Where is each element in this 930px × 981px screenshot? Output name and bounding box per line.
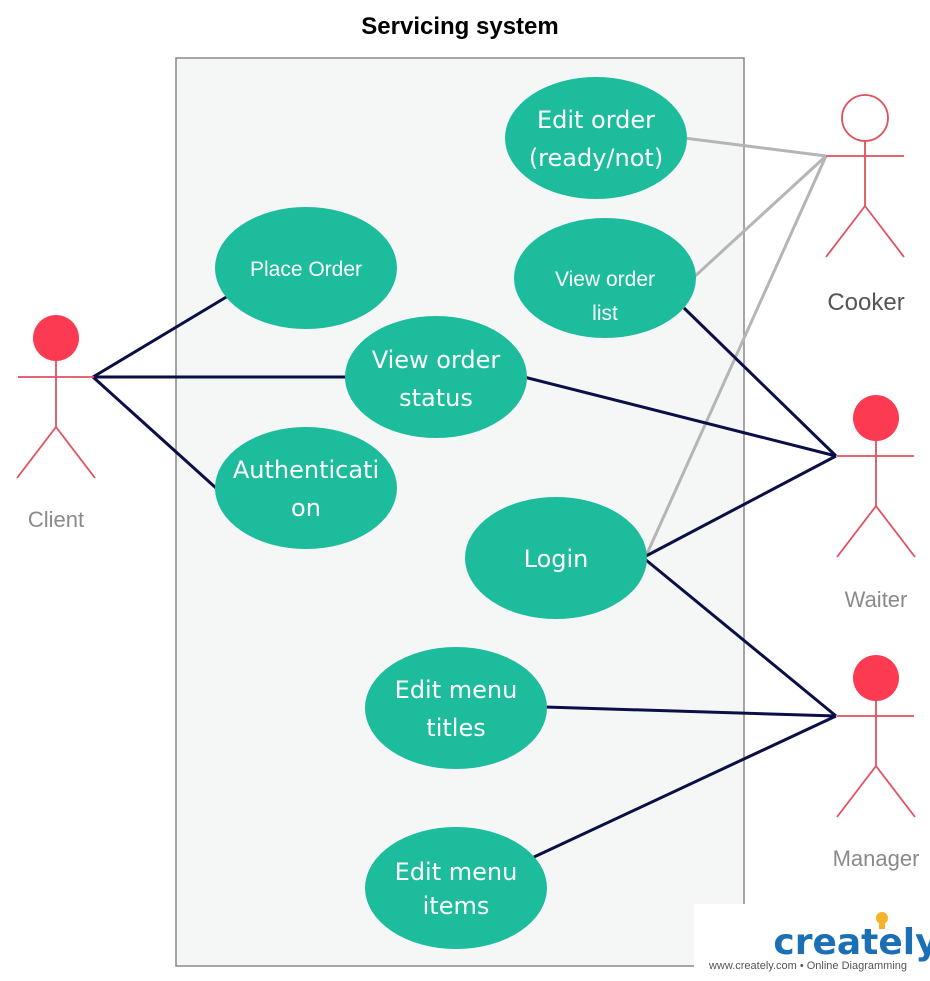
actor-cooker[interactable]: Cooker [825, 94, 905, 316]
actor-head-icon [853, 655, 899, 701]
usecase-edit-order[interactable]: Edit order (ready/not) [505, 77, 687, 199]
actor-label: Manager [833, 846, 920, 871]
usecase-label: Authenticati [233, 456, 379, 484]
creately-tagline: www.creately.com • Online Diagramming [708, 960, 907, 972]
actor-label: Client [28, 507, 84, 532]
actor-head-icon [841, 94, 889, 142]
actor-client[interactable]: Client [16, 315, 96, 532]
assoc-manager-login [645, 558, 837, 718]
usecase-label: Edit menu [395, 858, 518, 886]
actor-label: Cooker [827, 289, 904, 316]
assoc-waiter-login [645, 454, 837, 558]
creately-watermark: creately www.creately.com • Online Diagr… [694, 904, 930, 978]
assoc-waiter-view-order-list [682, 306, 838, 458]
usecase-label: Place Order [250, 258, 362, 281]
assoc-manager-edit-menu-items [533, 714, 837, 859]
usecase-authentication[interactable]: Authenticati on [215, 427, 397, 549]
assoc-cooker-login [644, 155, 828, 557]
assoc-waiter-view-order-status [523, 375, 837, 458]
usecase-edit-menu-titles[interactable]: Edit menu titles [365, 647, 547, 769]
assoc-client-place-order [92, 294, 229, 379]
usecase-label: (ready/not) [529, 144, 663, 172]
actor-manager[interactable]: Manager [833, 655, 920, 871]
actor-head-icon [853, 395, 899, 441]
usecase-view-order-status[interactable]: View order status [345, 316, 527, 438]
usecase-view-order-list[interactable]: View order list [514, 218, 696, 338]
usecase-label: list [592, 302, 618, 325]
actor-waiter[interactable]: Waiter [836, 395, 916, 612]
actor-head-icon [33, 315, 79, 361]
usecase-place-order[interactable]: Place Order [215, 207, 397, 329]
assoc-cooker-view-order-list [691, 154, 828, 280]
lightbulb-icon [876, 912, 888, 929]
usecase-label: Edit order [537, 106, 655, 134]
usecase-label: View order [372, 346, 501, 374]
assoc-client-authentication [91, 375, 218, 490]
usecase-label: items [423, 892, 490, 920]
diagram-title: Servicing system [361, 13, 558, 40]
creately-logo: creately [773, 922, 930, 963]
assoc-cooker-edit-order [683, 136, 827, 158]
associations [91, 136, 838, 859]
usecase-label: View order [555, 268, 655, 291]
usecase-label: status [399, 384, 473, 412]
usecase-label: Edit menu [395, 676, 518, 704]
usecase-label: on [291, 494, 321, 522]
usecase-label: titles [426, 714, 485, 742]
assoc-manager-edit-menu-titles [544, 705, 837, 718]
usecase-label: Login [524, 545, 589, 573]
usecase-login[interactable]: Login [465, 497, 647, 619]
usecase-edit-menu-items[interactable]: Edit menu items [365, 827, 547, 949]
actor-label: Waiter [845, 587, 908, 612]
